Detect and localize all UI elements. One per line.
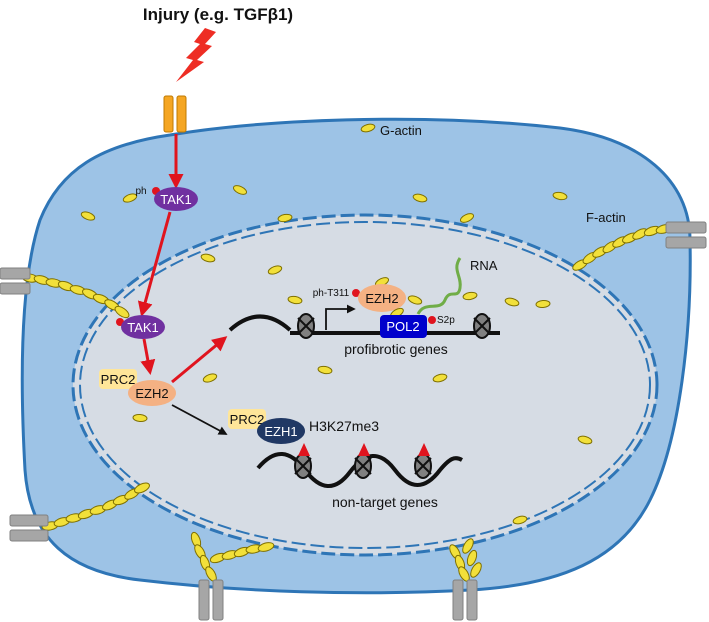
nucleosome-icon [294,453,312,479]
rna-strand [416,257,462,315]
f-actin-filament-right [572,224,673,271]
f-actin-filament-bottom-mid [190,531,275,582]
g-actin-monomers [80,123,593,525]
nucleosome-icon [473,313,491,339]
arrow-tak1-to-ezh2 [140,338,156,375]
lightning-icon [176,28,216,82]
pol2-label: POL2 [386,319,419,334]
tss-arrow-icon [325,304,356,330]
prc2-a-label: PRC2 [101,372,136,387]
s2p-label: S2p [437,315,455,326]
methylation-mark-icon [358,443,370,456]
h3k27me3-label: H3K27me3 [309,418,379,434]
phospho-dot [428,316,436,324]
nucleus-inner-membrane [79,221,651,549]
f-actin-filament-left [21,273,130,319]
receptor-icon [163,95,187,133]
nucleosome-icon [354,453,372,479]
anchor-icon-bottom-right [452,579,478,621]
ezh2-a [128,380,176,406]
ph-t311-label: ph-T311 [313,288,350,299]
prc2-box-b [228,409,266,429]
f-actin-filament-bottom-right [449,538,482,582]
f-actin-filament-bottom-left [41,482,150,531]
arrow-tak1-to-nucleus [137,211,172,317]
g-actin-label: G-actin [380,123,422,138]
diagram-title: Injury (e.g. TGFβ1) [143,5,293,24]
anchor-icon-bottom-mid [198,579,224,621]
tak1-mid [121,315,165,339]
ezh2-b [358,284,406,312]
tak1-mid-label: TAK1 [127,320,159,335]
prc2-b-label: PRC2 [230,412,265,427]
arrow-ezh2-to-nontarget [171,404,228,435]
ph-label: ph [135,186,146,197]
arrow-ezh2-to-profibrotic [171,336,228,384]
methylation-mark-icon [298,443,310,456]
anchor-icon-right [665,221,707,249]
f-actin-label: F-actin [586,210,626,225]
ezh2-a-label: EZH2 [135,386,168,401]
anchor-icon-left [0,267,31,295]
methylation-mark-icon [418,443,430,456]
prc2-box-a [99,369,137,389]
phospho-dot [352,289,360,297]
dna-strand-upstream [228,314,292,332]
nucleosome-icon [297,313,315,339]
pol2-box [380,315,427,338]
ezh1-label: EZH1 [264,424,297,439]
profibrotic-genes-label: profibrotic genes [344,341,448,357]
non-target-genes-label: non-target genes [332,494,438,510]
tak1-top-label: TAK1 [160,192,192,207]
rna-label: RNA [470,258,498,273]
anchor-icon-bottom-left [9,514,49,542]
ezh2-b-label: EZH2 [365,291,398,306]
ezh1-ellipse [257,418,305,444]
tak1-top [154,187,198,211]
nucleosome-icon [414,453,432,479]
